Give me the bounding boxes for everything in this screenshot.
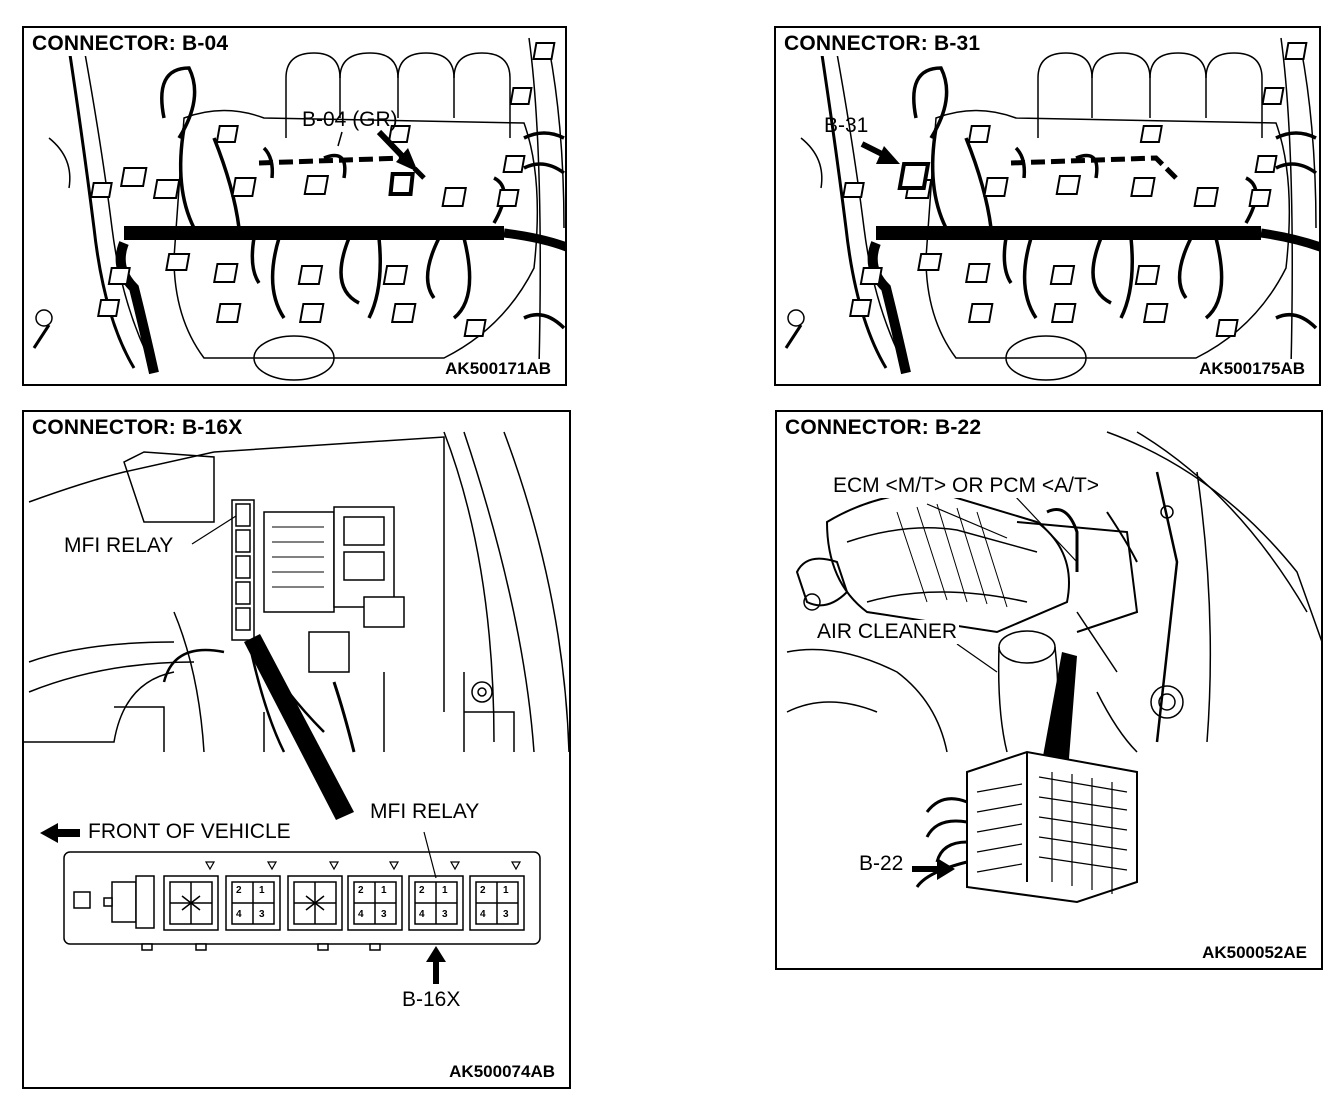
connector-label: B-22: [859, 852, 904, 875]
connector-label: B-31: [824, 114, 869, 137]
panel-title: CONNECTOR: B-16X: [30, 416, 245, 440]
ecm-location-drawing: [786, 431, 1321, 904]
panel-connector-b31: CONNECTOR: B-31 B-31 AK500175AB: [774, 26, 1321, 386]
relay-box-drawing: [24, 431, 569, 984]
panel-connector-b16x: CONNECTOR: B-16X MFI RELAY MFI RELAY FRO…: [22, 410, 571, 1089]
engine-harness-drawing: [32, 37, 565, 381]
figure-code: AK500171AB: [443, 359, 553, 379]
engine-harness-drawing: [784, 37, 1319, 381]
figure-code: AK500074AB: [447, 1062, 557, 1082]
connector-label: B-16X: [402, 988, 461, 1011]
mfi-relay-label-top: MFI RELAY: [62, 534, 176, 558]
panel-connector-b04: CONNECTOR: B-04 B-04 (GR) AK500171AB: [22, 26, 567, 386]
figure-code: AK500175AB: [1197, 359, 1307, 379]
panel-title: CONNECTOR: B-04: [30, 32, 231, 56]
panel-title: CONNECTOR: B-31: [782, 32, 983, 56]
air-cleaner-label: AIR CLEANER: [815, 620, 960, 644]
panel-title: CONNECTOR: B-22: [783, 416, 984, 440]
front-of-vehicle-label: FRONT OF VEHICLE: [88, 820, 291, 843]
panel-connector-b22: CONNECTOR: B-22 ECM <M/T> OR PCM <A/T> A…: [775, 410, 1323, 970]
connector-label: B-04 (GR): [302, 108, 398, 131]
figure-code: AK500052AE: [1200, 943, 1309, 963]
mfi-relay-label-bottom: MFI RELAY: [368, 800, 482, 824]
ecm-pcm-label: ECM <M/T> OR PCM <A/T>: [831, 474, 1102, 498]
